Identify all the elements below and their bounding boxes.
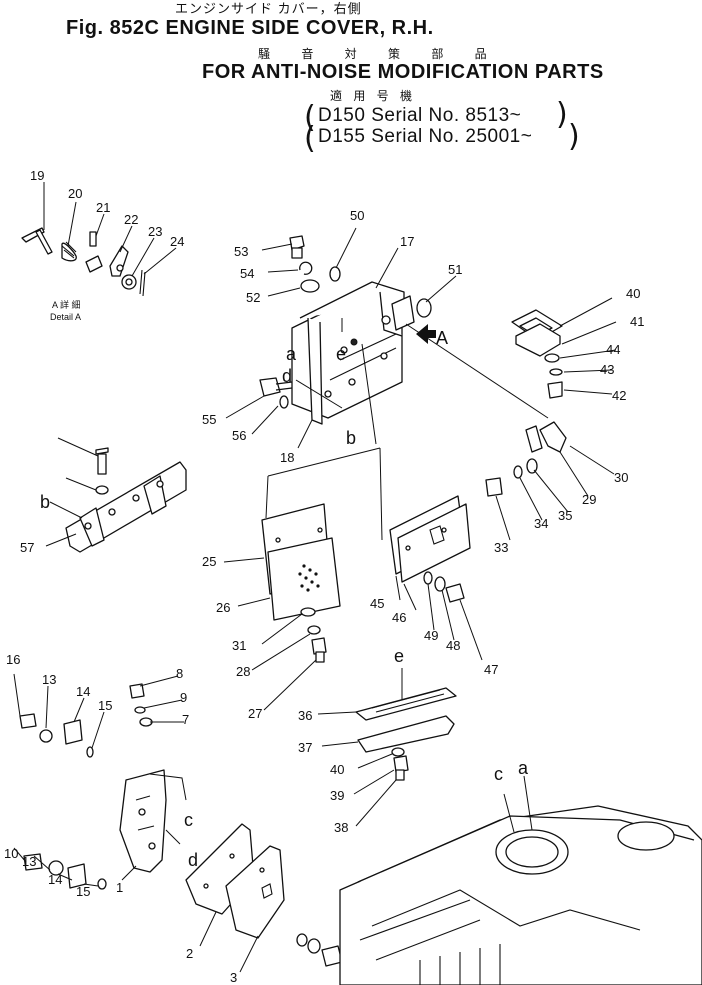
- ref-letter-b-lower: b: [40, 492, 50, 512]
- callout-44: 46: [392, 610, 406, 625]
- callout-21: 23: [148, 224, 162, 239]
- detail-a-jp-label: A 詳 細: [52, 299, 81, 310]
- callout-48: 50: [350, 208, 364, 223]
- callout-2: 2: [186, 946, 193, 961]
- callout-40: 42: [612, 388, 626, 403]
- detail-a-en-label: Detail A: [50, 312, 81, 322]
- ref-letter-c-lower: c: [184, 810, 193, 830]
- callout-18: 20: [68, 186, 82, 201]
- callout-35: 38: [334, 820, 348, 835]
- callout-11b: 13: [22, 854, 36, 869]
- callout-30: 33: [494, 540, 508, 555]
- ref-letter-A: A: [436, 328, 448, 348]
- callout-52: 54: [240, 266, 254, 281]
- duct-plates-33-34: [355, 687, 457, 781]
- serial-d150: D150 Serial No. 8513~: [318, 105, 522, 126]
- detail-a-parts: A 詳 細 Detail A: [21, 227, 146, 322]
- lower-left-bracket-1: [19, 683, 167, 890]
- callout-41: 43: [600, 362, 614, 377]
- callout-51: 53: [234, 244, 248, 259]
- callout-50: 52: [246, 290, 260, 305]
- callout-8: 8: [176, 666, 183, 681]
- ref-letter-d-upper: d: [282, 366, 292, 386]
- callout-numbers: 19 20 21 22 23 24 53 54 52 50 17 51 40 4…: [4, 168, 644, 985]
- callout-3: 3: [230, 970, 237, 985]
- callout-54: 56: [232, 428, 246, 443]
- close-paren-2: ): [568, 119, 580, 154]
- callout-15: 17: [400, 234, 414, 249]
- open-paren-2: (: [304, 121, 316, 156]
- callout-31: 34: [534, 516, 548, 531]
- reference-letters: a d e b b A e c d c a: [40, 328, 529, 870]
- ref-letter-e-lower: e: [394, 646, 404, 666]
- ref-letter-d-lower: d: [188, 850, 198, 870]
- callout-11a: 13: [42, 672, 56, 687]
- upper-side-cover-panel: [291, 281, 415, 425]
- callout-37: 40: [330, 762, 344, 777]
- panels-23-24: [261, 503, 341, 663]
- arrow-a-icon: [416, 324, 436, 344]
- callout-46: 48: [446, 638, 460, 653]
- callout-42: 44: [606, 342, 620, 357]
- callout-27: 31: [232, 638, 246, 653]
- japanese-title: エンジンサイド カバー，右側: [175, 1, 362, 16]
- callout-12b: 14: [48, 872, 62, 887]
- callout-7: 7: [182, 712, 189, 727]
- subtitle: FOR ANTI-NOISE MODIFICATION PARTS: [202, 61, 604, 83]
- ref-letter-b-upper: b: [346, 428, 356, 448]
- plates-2-3: [185, 823, 343, 967]
- ref-letter-a-upper: a: [286, 344, 297, 364]
- callout-29: 29: [582, 492, 596, 507]
- japanese-subtitle: 騒 音 対 策 部 品: [258, 47, 501, 61]
- callout-17: 19: [30, 168, 44, 183]
- callout-45: 47: [484, 662, 498, 677]
- bracket-55: [65, 447, 187, 553]
- upper-hardware: [259, 235, 432, 409]
- callout-39: 41: [630, 314, 644, 329]
- callout-1: 1: [116, 880, 123, 895]
- right-upper-parts: [485, 309, 567, 497]
- figure-title: Fig. 852C ENGINE SIDE COVER, R.H.: [66, 17, 434, 39]
- japanese-applicable-label: 適 用 号 機: [330, 89, 417, 103]
- callout-49: 51: [448, 262, 462, 277]
- ref-letter-e-upper: e: [336, 344, 346, 364]
- callout-20: 22: [124, 212, 138, 227]
- callout-23: 25: [202, 554, 216, 569]
- engine-body-outline: [339, 805, 702, 985]
- callout-12a: 14: [76, 684, 90, 699]
- callout-26: 28: [236, 664, 250, 679]
- callout-13b: 15: [76, 884, 90, 899]
- callout-28: 30: [614, 470, 628, 485]
- leader-lines: [13, 182, 617, 973]
- callout-55: 57: [20, 540, 34, 555]
- callout-53: 55: [202, 412, 216, 427]
- perforation-pattern: [298, 564, 320, 592]
- callout-43: 45: [370, 596, 384, 611]
- callout-32: 35: [558, 508, 572, 523]
- callout-16: 18: [280, 450, 294, 465]
- panels-43-44: [389, 495, 471, 603]
- open-paren-1: (: [304, 100, 316, 135]
- callout-10: 10: [4, 846, 18, 861]
- callout-13a: 15: [98, 698, 112, 713]
- callout-9: 9: [180, 690, 187, 705]
- callout-34: 37: [298, 740, 312, 755]
- callout-38: 40: [626, 286, 640, 301]
- callout-14: 16: [6, 652, 20, 667]
- callout-25: 27: [248, 706, 262, 721]
- callout-22: 24: [170, 234, 184, 249]
- callout-36: 39: [330, 788, 344, 803]
- ref-letter-a-engine: a: [518, 758, 529, 778]
- callout-19: 21: [96, 200, 110, 215]
- callout-47: 49: [424, 628, 438, 643]
- callout-24: 26: [216, 600, 230, 615]
- serial-d155: D155 Serial No. 25001~: [318, 126, 533, 147]
- ref-letter-c-engine: c: [494, 764, 503, 784]
- callout-33: 36: [298, 708, 312, 723]
- close-paren-1: ): [556, 97, 568, 132]
